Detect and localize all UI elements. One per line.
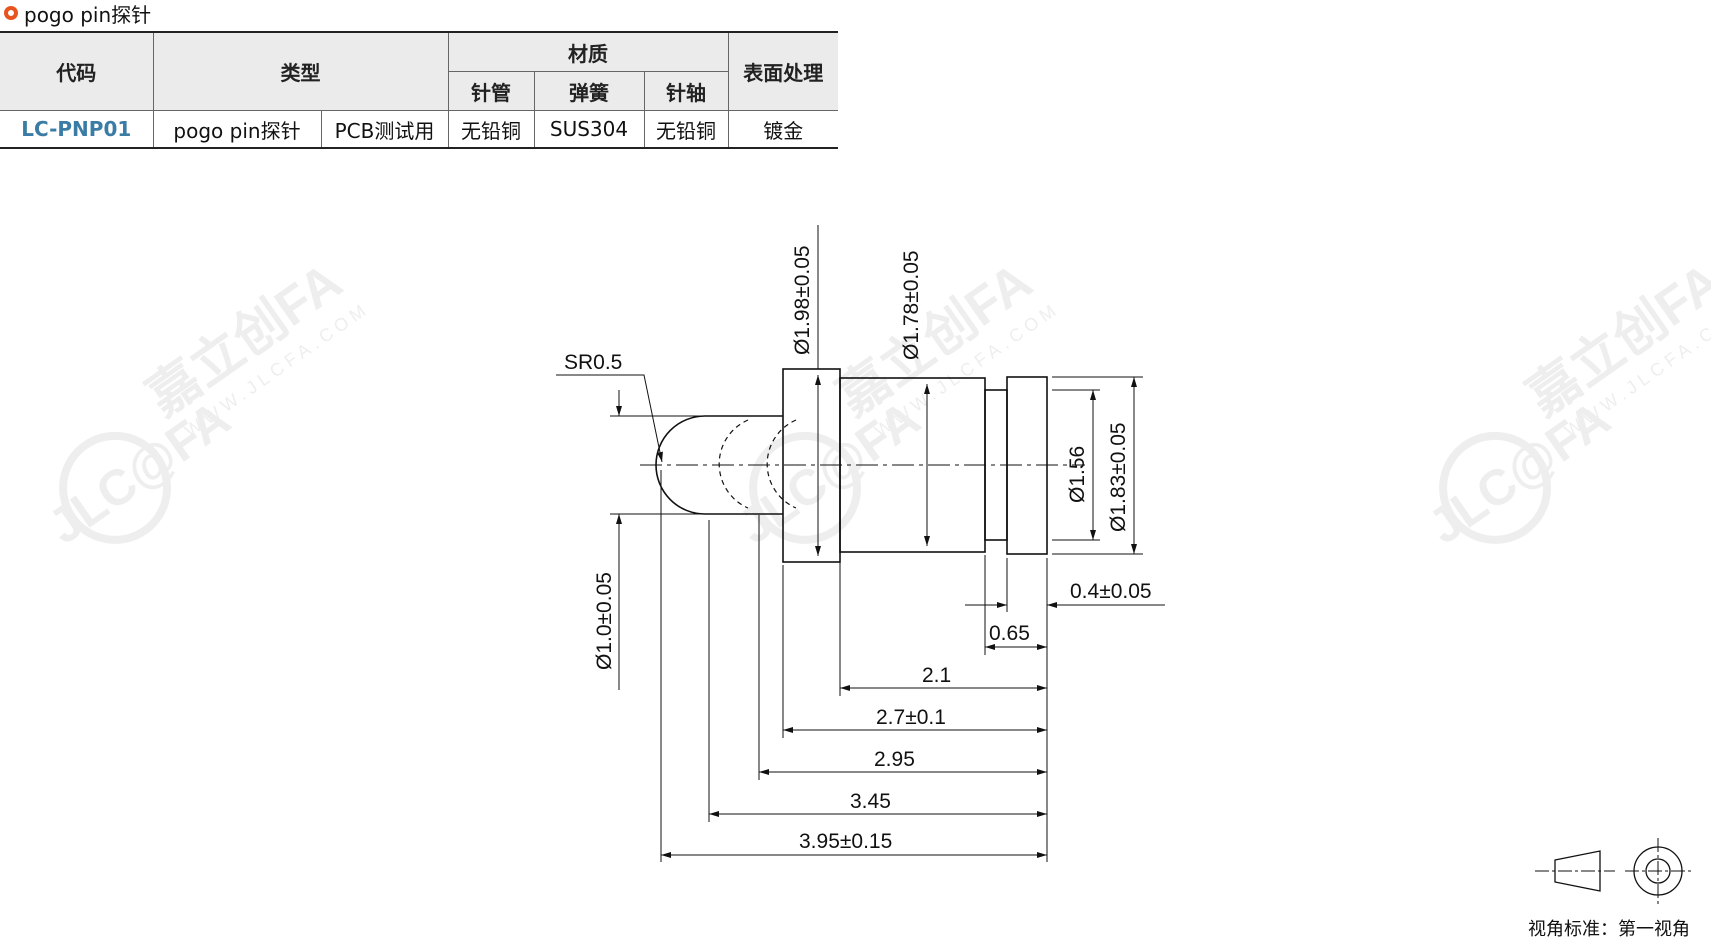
header-shaft: 针轴 [643, 71, 729, 111]
dim-text-065: 0.65 [989, 622, 1030, 645]
leader-sr [556, 374, 663, 463]
dim-text-395: 3.95±0.15 [799, 830, 892, 853]
dim-text-21: 2.1 [922, 664, 951, 687]
dim-text-345: 3.45 [850, 790, 891, 813]
dim-text-sr: SR0.5 [564, 351, 622, 374]
dim-text-04: 0.4±0.05 [1070, 580, 1152, 603]
header-type: 类型 [152, 31, 449, 111]
header-surface: 表面处理 [727, 31, 839, 111]
header-tube: 针管 [448, 71, 535, 111]
projection-frustum-icon [1554, 850, 1601, 892]
cell-type-2: PCB测试用 [320, 110, 449, 149]
dimension-lines [556, 374, 1165, 858]
dim-text-183: Ø1.83±0.05 [1107, 422, 1130, 532]
dim-text-10: Ø1.0±0.05 [593, 572, 616, 670]
watermark-logo-circle [1439, 431, 1552, 544]
section-title: pogo pin探针 [4, 0, 152, 27]
projection-inner-circle-icon [1645, 858, 1671, 884]
watermark-logo-circle [59, 431, 172, 544]
cell-spring: SUS304 [533, 110, 645, 149]
dim-text-178: Ø1.78±0.05 [900, 250, 923, 360]
watermark-left: JLC@FA 嘉立创FA WWW.JLCFA.COM [38, 252, 373, 555]
header-material: 材质 [447, 31, 729, 72]
cell-shaft: 无铅铜 [643, 110, 729, 149]
spec-table: 代码 类型 材质 表面处理 针管 弹簧 针轴 LC-PNP01 pogo pin… [0, 31, 839, 149]
watermark-right: JLC@FA 嘉立创FA WWW.JLCFA.COM [1418, 252, 1711, 555]
dim-text-295: 2.95 [874, 748, 915, 771]
projection-symbol [1535, 838, 1691, 904]
projection-label: 视角标准：第一视角 [1528, 919, 1690, 939]
pin-tip-hidden-arc-2 [766, 419, 797, 509]
dim-text-27: 2.7±0.1 [876, 706, 946, 729]
dimension-texts: SR0.5 Ø1.98±0.05 Ø1.78±0.05 Ø1.0±0.05 Ø1… [564, 245, 1152, 853]
section-title-text: pogo pin探针 [24, 2, 152, 27]
watermark-logo-circle [749, 431, 862, 544]
header-code: 代码 [0, 31, 154, 111]
dim-text-198: Ø1.98±0.05 [791, 245, 814, 355]
header-spring: 弹簧 [533, 71, 645, 111]
pin-tip-hidden-arc-1 [718, 419, 749, 509]
extension-lines [610, 225, 1143, 862]
cell-tube: 无铅铜 [447, 110, 535, 149]
dim-text-156: Ø1.56 [1066, 446, 1089, 503]
cell-surface: 镀金 [727, 110, 839, 149]
circle-bullet-icon [4, 6, 18, 20]
cell-type-1: pogo pin探针 [152, 110, 322, 149]
